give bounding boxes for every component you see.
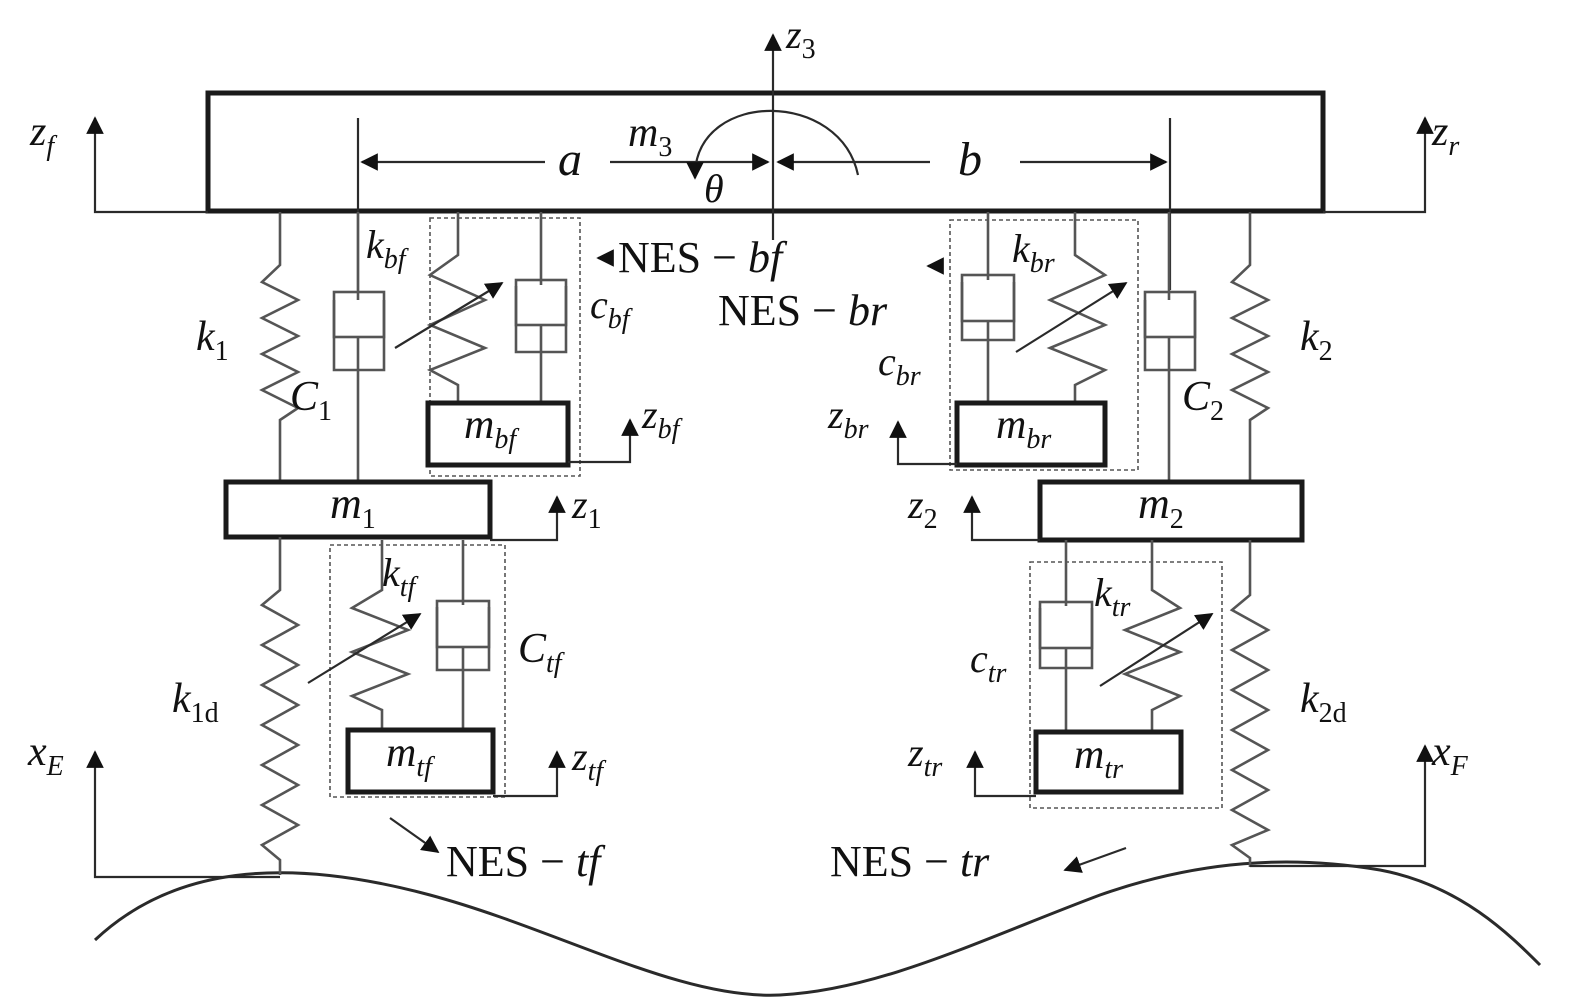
mass-mtf: [345, 727, 496, 795]
road-profile: [93, 860, 1542, 997]
label-ztr: ztr: [907, 730, 942, 783]
spring-kbf: [426, 212, 489, 403]
label-theta: θ: [704, 166, 724, 211]
damper-cbr: [960, 212, 1016, 403]
label-nes-tf: NES − tf: [446, 837, 606, 886]
label-xF: xF: [1431, 729, 1469, 782]
z1-arrow: [490, 495, 566, 542]
label-cbf: cbf: [590, 282, 633, 335]
damper-Ctf: [435, 540, 491, 730]
xF-arrow: [1250, 744, 1434, 868]
spring-ktf: [348, 540, 412, 730]
kbr-nonlinear-arrow: [1015, 282, 1128, 353]
damper-ctr: [1038, 540, 1094, 730]
label-mbf: mbf: [464, 402, 519, 455]
label-cbr: cbr: [878, 339, 921, 392]
label-a: a: [558, 133, 582, 186]
label-k1d: k1d: [172, 676, 219, 729]
zbr-arrow: [889, 420, 957, 466]
nes-bf-box: [429, 217, 581, 477]
label-m2: m2: [1138, 479, 1184, 535]
pitch-arc: [693, 109, 860, 176]
mass-m2: [1037, 479, 1305, 543]
label-k2d: k2d: [1300, 676, 1347, 729]
ktr-nonlinear-arrow: [1099, 613, 1214, 687]
label-b: b: [958, 133, 982, 186]
label-z3: z3: [785, 12, 816, 65]
label-z1: z1: [571, 482, 602, 535]
label-mtr: mtr: [1074, 732, 1123, 785]
xE-arrow: [86, 750, 280, 879]
zf-arrow: [86, 116, 208, 214]
label-k1: k1: [196, 314, 229, 367]
label-Ctf: Ctf: [518, 626, 565, 679]
ztr-arrow: [966, 750, 1036, 798]
label-xE: xE: [27, 729, 64, 782]
z2-arrow: [963, 495, 1040, 542]
label-m3: m3: [628, 110, 672, 163]
spring-k1d: [259, 537, 301, 875]
label-zbr: zbr: [827, 392, 869, 445]
nes-tr-box: [1029, 561, 1223, 809]
label-ktf: ktf: [382, 550, 419, 603]
label-nes-br: NES − br: [718, 286, 888, 335]
damper-C1: [332, 212, 386, 482]
label-nes-tr: NES − tr: [830, 837, 990, 886]
vehicle-body: [205, 90, 1326, 214]
spring-k2: [1229, 212, 1271, 482]
label-kbf: kbf: [366, 222, 409, 275]
mass-mbr: [954, 400, 1108, 468]
label-kbr: kbr: [1012, 226, 1055, 279]
label-z2: z2: [907, 482, 938, 535]
mass-m1: [223, 479, 493, 540]
zr-arrow: [1323, 116, 1434, 214]
label-nes-bf: NES − bf: [618, 233, 788, 282]
spring-k2d: [1229, 540, 1271, 867]
label-ctr: ctr: [970, 636, 1007, 689]
mass-mtr: [1033, 729, 1184, 795]
label-zr: zr: [1431, 109, 1459, 162]
label-ktr: ktr: [1094, 570, 1131, 623]
label-C2: C2: [1182, 374, 1224, 427]
label-C1: C1: [290, 374, 332, 427]
zbf-arrow: [568, 418, 639, 464]
spring-kbr: [1046, 212, 1109, 403]
ztf-arrow: [493, 750, 566, 798]
label-ztf: ztf: [571, 734, 606, 787]
nes-tf-box: [329, 544, 506, 798]
label-mtf: mtf: [386, 730, 435, 783]
mass-mbf: [425, 400, 571, 468]
spring-k1: [259, 212, 301, 482]
nes-br-box: [949, 219, 1139, 471]
label-m1: m1: [330, 479, 376, 535]
ktf-nonlinear-arrow: [307, 613, 422, 684]
kbf-nonlinear-arrow: [394, 282, 504, 349]
spring-ktr: [1121, 540, 1184, 730]
label-mbr: mbr: [996, 402, 1051, 455]
label-zbf: zbf: [641, 392, 683, 445]
label-zf: zf: [29, 109, 57, 162]
damper-C2: [1143, 212, 1197, 482]
label-k2: k2: [1300, 314, 1333, 367]
damper-cbf: [514, 212, 568, 403]
